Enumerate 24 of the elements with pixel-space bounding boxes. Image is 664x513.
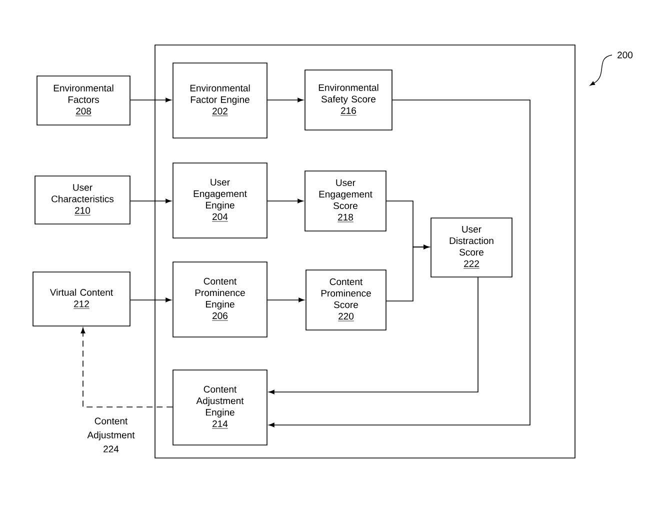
process-box: Content Adjustment Engine 214 [172,370,268,446]
process-box: User Characteristics 210 [34,176,130,224]
process-box: Environmental Factors 208 [36,76,130,126]
arrow [130,98,172,102]
process-box: Content Prominence Score 220 [306,270,386,330]
process-box: User Engagement Score 218 [304,170,386,232]
arrow [267,98,304,102]
process-box: Content Prominence Engine 206 [172,262,268,338]
arrow [386,244,430,302]
edge-label: Content Adjustment 224 [79,416,143,454]
reference-number: 200 [618,52,633,58]
arrow [268,276,478,394]
process-box: Virtual Content 212 [32,272,130,326]
arrow [130,298,172,302]
arrow [130,198,172,204]
system-frame [154,44,576,458]
process-box: Environmental Factor Engine 202 [172,62,268,138]
process-box: Environmental Safety Score 216 [304,70,392,130]
arrow [268,100,530,428]
arrow [267,298,304,302]
process-box: User Engagement Engine 204 [172,162,268,238]
arrow [267,198,304,204]
dashed-arrow [80,328,173,408]
process-box: User Distraction Score 222 [430,218,512,278]
